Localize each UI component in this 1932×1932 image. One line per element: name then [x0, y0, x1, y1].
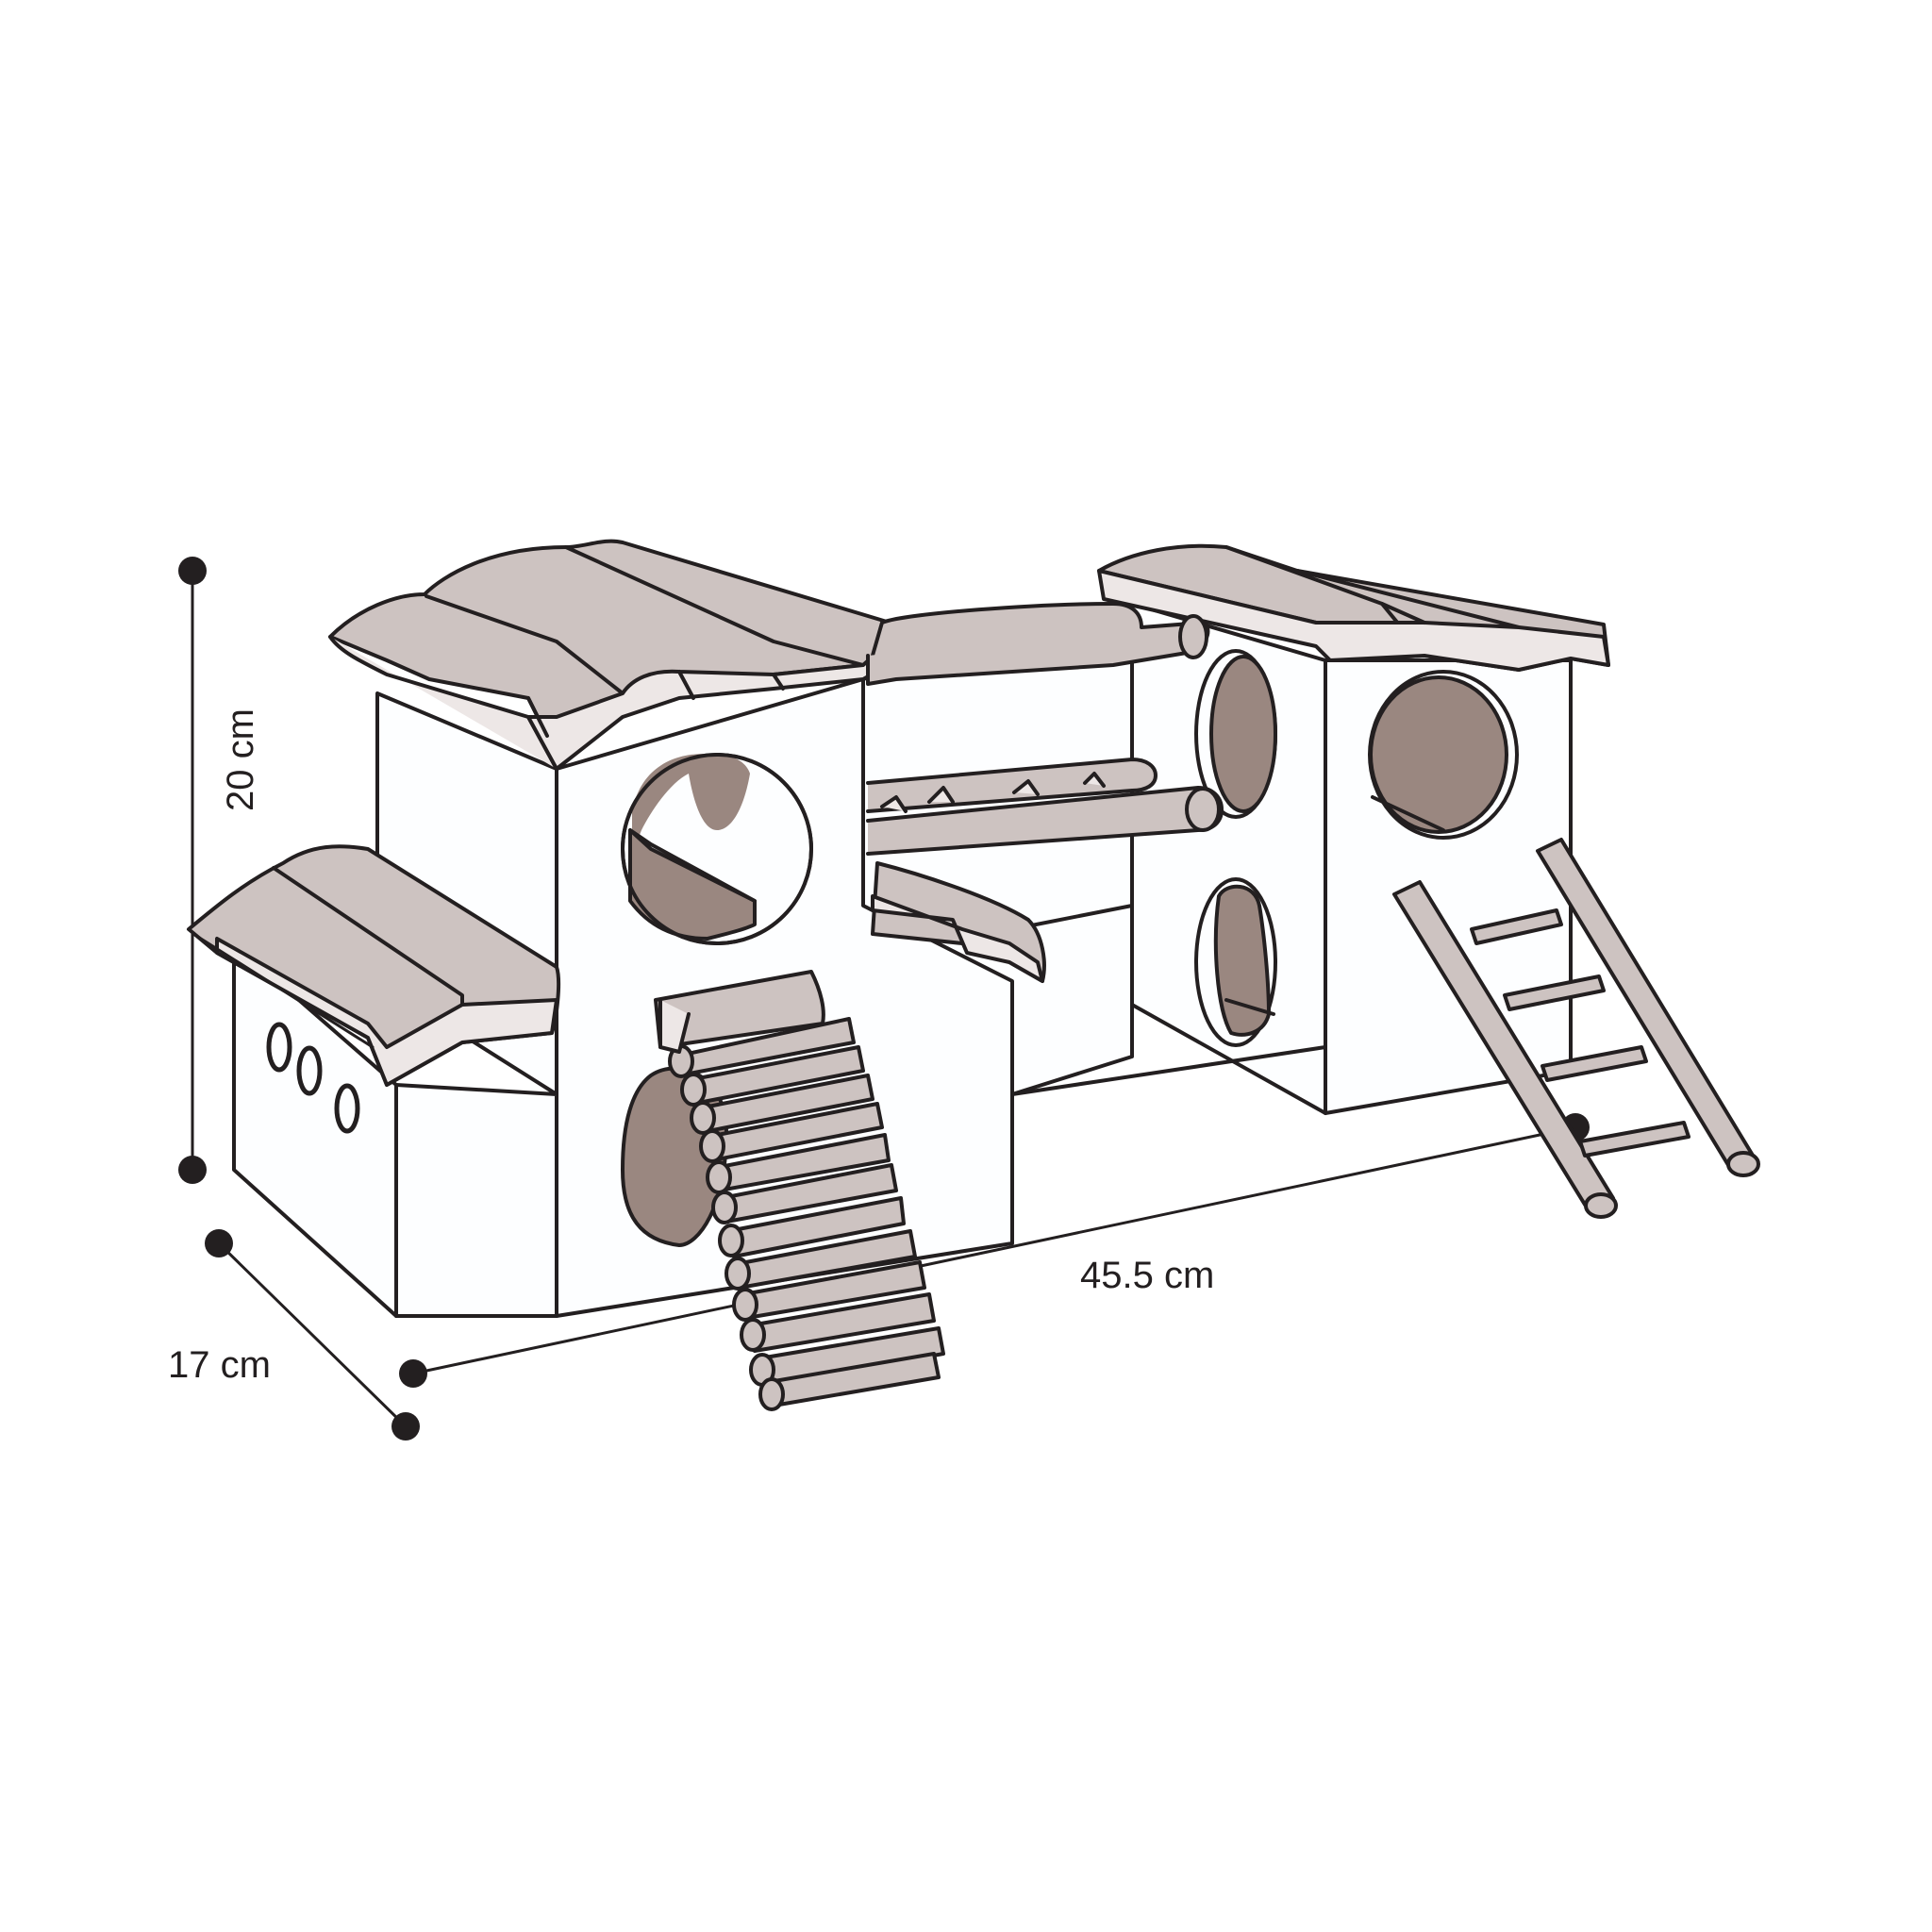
right-round-window: [1368, 670, 1519, 840]
width-label: 45.5 cm: [1080, 1255, 1214, 1296]
left-round-window: [621, 753, 813, 945]
right-roof: [1097, 543, 1610, 672]
left-main-roof: [328, 539, 908, 771]
middle-lower-roof: [871, 861, 1046, 983]
right-side-window-top: [1194, 649, 1277, 819]
height-label: 20 cm: [220, 708, 261, 811]
depth-dimension-line: [205, 1229, 420, 1441]
middle-base-line: [1010, 1045, 1327, 1096]
depth-label: 17 cm: [168, 1344, 271, 1386]
height-dimension-line: [178, 557, 207, 1184]
annex-vent-holes: [266, 1022, 360, 1134]
right-ladder: [1392, 838, 1760, 1219]
right-side-window-bottom: [1194, 877, 1277, 1047]
middle-top-plank: [866, 602, 1210, 686]
front-log-ramp: [654, 970, 945, 1411]
left-annex-roof: [187, 844, 561, 1087]
middle-rope-bridge: [866, 758, 1224, 856]
